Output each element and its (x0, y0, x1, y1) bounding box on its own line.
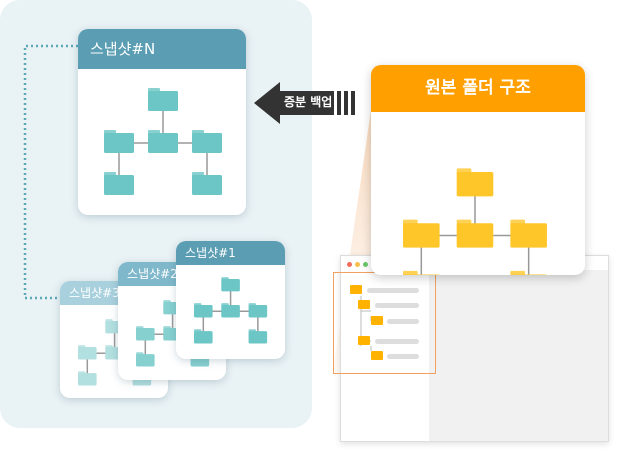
folder-icon (78, 371, 97, 386)
snapshot-card-n[interactable]: 스냅샷#N (78, 29, 246, 215)
folder-icon (104, 130, 134, 153)
folder-icon (371, 316, 383, 325)
folder-icon (136, 352, 155, 367)
folder-icon (371, 351, 383, 360)
file-explorer-window (340, 255, 609, 442)
folder-icon (148, 88, 178, 111)
folder-icon (248, 329, 268, 344)
folder-icon (510, 219, 547, 248)
snapshot-chain-connector (23, 44, 78, 300)
folder-tree (403, 168, 547, 275)
folder-icon (358, 336, 370, 345)
folder-icon (221, 277, 240, 292)
folder-icon (510, 270, 547, 275)
folder-icon (358, 300, 370, 309)
folder-icon (148, 130, 178, 153)
snapshot-card-1[interactable]: 스냅샷#1 (176, 241, 285, 359)
folder-icon (350, 285, 362, 294)
folder-icon (221, 303, 240, 318)
folder-icon (194, 329, 213, 344)
incremental-backup-arrow: 증분 백업 (254, 82, 366, 124)
folder-tree (194, 277, 268, 344)
selection-highlight (333, 272, 436, 374)
folder-icon (248, 303, 268, 318)
arrow-label: 증분 백업 (284, 95, 333, 109)
folder-icon (104, 172, 134, 195)
arrow-left-icon (254, 82, 355, 124)
folder-icon (194, 303, 213, 318)
source-folder-card: 원본 폴더 구조 (371, 65, 585, 275)
snapshot-title: 스냅샷#N (78, 29, 246, 69)
folder-icon (403, 270, 440, 275)
snapshot-title: 스냅샷#1 (176, 241, 285, 265)
folder-icon (192, 172, 222, 195)
folder-icon (192, 130, 222, 153)
folder-icon (78, 345, 97, 360)
folder-icon (456, 168, 494, 197)
source-title: 원본 폴더 구조 (371, 65, 585, 112)
folder-icon (403, 219, 440, 248)
folder-icon (456, 219, 494, 248)
content-pane (429, 270, 608, 441)
folder-icon (136, 326, 155, 341)
folder-tree (104, 88, 222, 195)
